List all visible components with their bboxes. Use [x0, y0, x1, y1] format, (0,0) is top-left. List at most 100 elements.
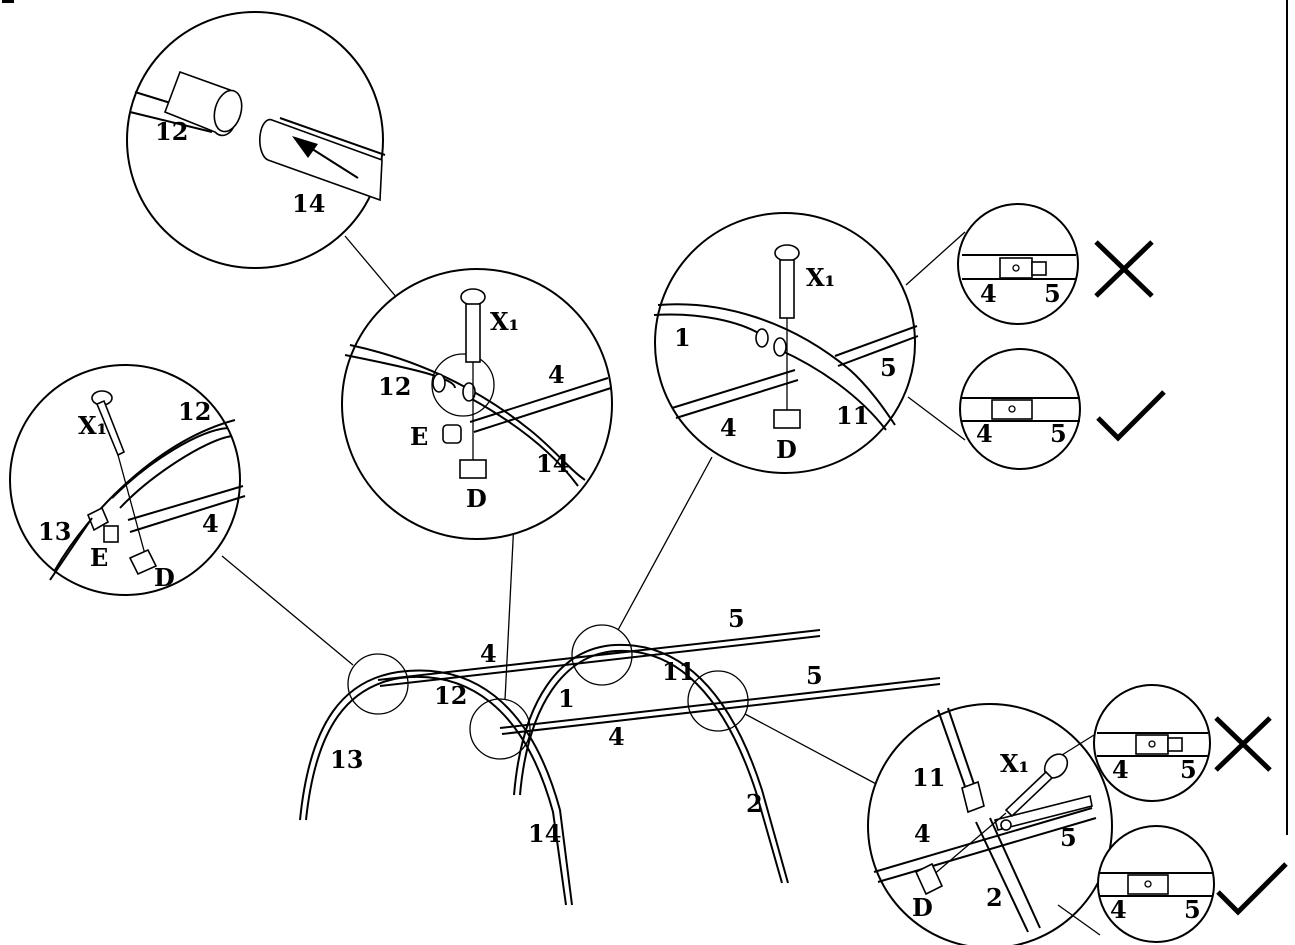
right-mark-bottom-icon — [1216, 862, 1288, 916]
br-tube-5 — [993, 795, 1093, 831]
center-tube-14-end — [462, 382, 476, 402]
center-tube-14-b — [469, 397, 579, 487]
junction-circle-left — [347, 653, 409, 715]
ctr-bracket — [991, 399, 1033, 420]
leader-right — [744, 713, 881, 787]
left-tube-13 — [49, 517, 93, 581]
label-main-12: 12 — [434, 681, 467, 710]
cbr-bracket — [1127, 874, 1169, 895]
cbw-bracket — [1135, 734, 1169, 755]
label-tr-d: D — [776, 435, 797, 464]
label-left-e: E — [90, 543, 108, 572]
check-top-wrong: 4 5 — [957, 203, 1154, 325]
br-bolt-shank — [1004, 770, 1054, 818]
tr-tube-11-end — [773, 337, 787, 357]
center-tube-4-a — [469, 377, 609, 423]
center-tube-12 — [344, 354, 456, 389]
br-bolt-x1 — [931, 753, 1069, 877]
left-tube-4-b — [129, 495, 246, 533]
left-tube-12-b — [111, 427, 229, 499]
cbw-hole — [1148, 740, 1156, 748]
br-bolt-axis — [931, 812, 1007, 877]
leader-center — [504, 520, 515, 701]
tr-nut-d — [773, 409, 801, 429]
left-cap-e — [103, 525, 119, 543]
br-tube-5-end — [1000, 819, 1012, 831]
check-bottom-right: 4 5 — [1097, 825, 1288, 943]
label-center-x1: X₁ — [490, 307, 519, 336]
callout-insertion: 12 14 — [126, 11, 446, 356]
tr-tube-4-b — [675, 379, 799, 419]
center-tube-4-b — [473, 387, 612, 433]
label-main-2: 2 — [746, 789, 763, 818]
tr-bolt-shank — [779, 259, 795, 319]
tr-tube-5-a — [834, 325, 918, 357]
page-corner-mark — [2, 0, 14, 3]
br-nut-d — [914, 862, 944, 896]
main-frame: 4 5 5 4 12 1 11 13 14 2 — [221, 456, 941, 906]
label-main-4a: 4 — [480, 639, 497, 668]
label-left-x1: X₁ — [78, 411, 107, 440]
label-left-12: 12 — [178, 397, 211, 426]
left-bolt-shank — [95, 399, 126, 457]
center-tube-12-end — [432, 373, 446, 393]
callout-bottom-right: X₁ 11 4 5 2 D — [867, 703, 1113, 945]
label-cbr-4: 4 — [1110, 895, 1127, 924]
label-br-5: 5 — [1060, 823, 1077, 852]
label-br-d: D — [912, 893, 933, 922]
label-left-13: 13 — [38, 517, 71, 546]
junction-circle-center — [469, 698, 531, 760]
ctw-hole — [1012, 264, 1020, 272]
tube-14-top — [279, 117, 386, 156]
left-bolt-axis — [117, 454, 147, 559]
callout-left: X₁ 12 4 13 E D — [9, 364, 246, 596]
leader-top — [617, 456, 713, 631]
br-tube-2 — [975, 817, 1041, 933]
label-tr-4: 4 — [720, 413, 737, 442]
label-tr-11: 11 — [836, 401, 869, 430]
left-tube-4-a — [127, 485, 244, 521]
label-main-4b: 4 — [608, 722, 625, 751]
junction-circle-right — [687, 670, 749, 732]
label-main-5a: 5 — [728, 604, 745, 633]
arch-13-12-inner — [305, 676, 567, 906]
label-ctw-4: 4 — [980, 279, 997, 308]
arch-1-2-inner — [519, 649, 783, 884]
center-tube-14-a — [349, 344, 586, 481]
tube-14 — [259, 118, 383, 202]
left-nut-d — [128, 548, 158, 576]
label-left-4: 4 — [202, 509, 219, 538]
label-left-d: D — [154, 563, 175, 592]
bar-upper-bottom — [379, 635, 821, 687]
label-ctr-5: 5 — [1050, 419, 1067, 448]
leader-tr-wrong — [905, 231, 966, 286]
insert-arrow-head — [292, 136, 318, 158]
label-main-14: 14 — [528, 819, 561, 848]
label-tr-x1: X₁ — [806, 263, 835, 292]
callout-top-right: X₁ 1 5 4 11 D — [653, 212, 966, 474]
label-tr-5: 5 — [880, 353, 897, 382]
label-cbw-5: 5 — [1180, 755, 1197, 784]
label-br-2: 2 — [986, 883, 1003, 912]
leader-left — [221, 555, 354, 666]
br-tube-11 — [937, 707, 977, 796]
label-ctr-4: 4 — [976, 419, 993, 448]
tr-tube-4-a — [671, 369, 796, 409]
label-ins-12: 12 — [155, 117, 188, 146]
left-tube-12-c — [119, 435, 233, 509]
label-main-1: 1 — [558, 684, 575, 713]
tube-12-edge-bottom — [129, 111, 213, 133]
cbr-hole — [1144, 880, 1152, 888]
junction-circle-top — [571, 624, 633, 686]
leader-tr-right — [907, 396, 966, 441]
label-ins-14: 14 — [292, 189, 325, 218]
callout-center-circle — [341, 268, 613, 540]
ctr-hole — [1008, 405, 1016, 413]
center-cap-e — [442, 424, 462, 444]
label-br-11: 11 — [912, 763, 945, 792]
leader-br-right — [1057, 904, 1101, 936]
wrong-mark-icon — [1094, 240, 1154, 298]
label-center-12: 12 — [378, 372, 411, 401]
wrong-mark-bottom-icon — [1214, 716, 1272, 772]
